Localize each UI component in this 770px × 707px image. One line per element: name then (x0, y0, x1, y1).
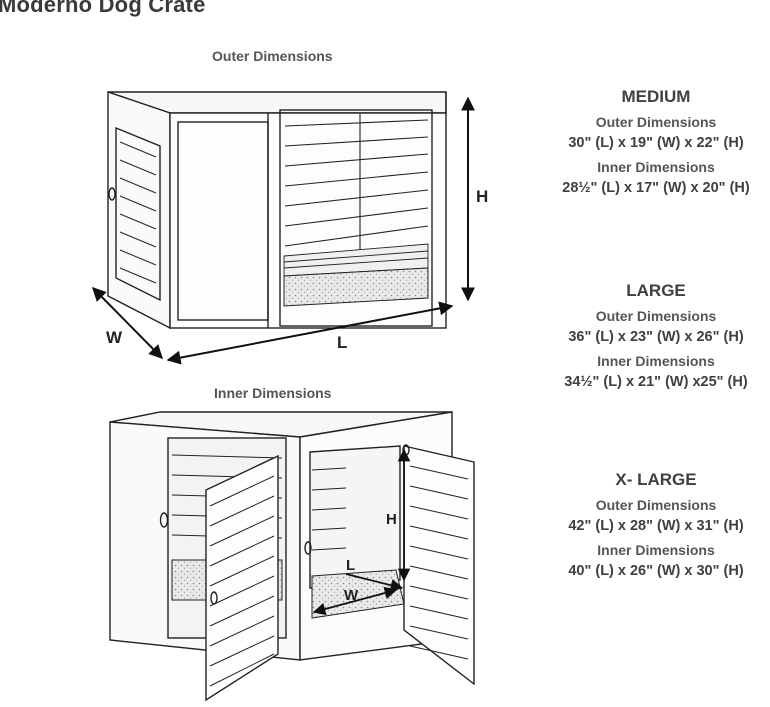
inner-dimensions-value: 40" (L) x 26" (W) x 30" (H) (568, 563, 744, 579)
size-block-large: LARGE Outer Dimensions 36" (L) x 23" (W)… (528, 280, 770, 392)
outer-dimension-arrows (92, 96, 475, 365)
outer-dimensions-caption: Outer Dimensions (212, 48, 333, 64)
size-name: LARGE (626, 281, 686, 300)
outer-dimensions-value: 36" (L) x 23" (W) x 26" (H) (568, 329, 744, 345)
outer-dimensions-label: Outer Dimensions (595, 497, 717, 513)
inner-length-label: L (346, 557, 355, 574)
page-title: Moderno Dog Crate (0, 0, 206, 17)
outer-dimensions-label: Outer Dimensions (595, 114, 717, 130)
inner-width-label: W (344, 587, 359, 604)
outer-length-label: L (337, 333, 347, 352)
size-name: X- LARGE (615, 470, 697, 489)
outer-dimensions-value: 30" (L) x 19" (W) x 22" (H) (568, 135, 744, 151)
size-name: MEDIUM (621, 87, 691, 106)
inner-dimensions-caption: Inner Dimensions (214, 385, 332, 401)
inner-dimensions-value: 28½" (L) x 17" (W) x 20" (H) (562, 180, 750, 196)
inner-height-label: H (386, 511, 397, 528)
inner-dimensions-value: 34½" (L) x 21" (W) x25" (H) (564, 374, 748, 390)
inner-dimensions-label: Inner Dimensions (597, 353, 715, 369)
inner-dimension-arrows (312, 448, 411, 616)
outer-height-label: H (476, 187, 488, 206)
outer-dimensions-label: Outer Dimensions (595, 308, 717, 324)
inner-crate-illustration (109, 411, 475, 702)
outer-crate-illustration (107, 91, 447, 330)
size-block-x-large: X- LARGE Outer Dimensions 42" (L) x 28" … (528, 469, 770, 581)
outer-width-label: W (106, 328, 123, 347)
inner-dimensions-label: Inner Dimensions (597, 159, 715, 175)
inner-dimensions-label: Inner Dimensions (597, 542, 715, 558)
size-block-medium: MEDIUM Outer Dimensions 30" (L) x 19" (W… (528, 86, 770, 198)
outer-dimensions-value: 42" (L) x 28" (W) x 31" (H) (568, 518, 744, 534)
